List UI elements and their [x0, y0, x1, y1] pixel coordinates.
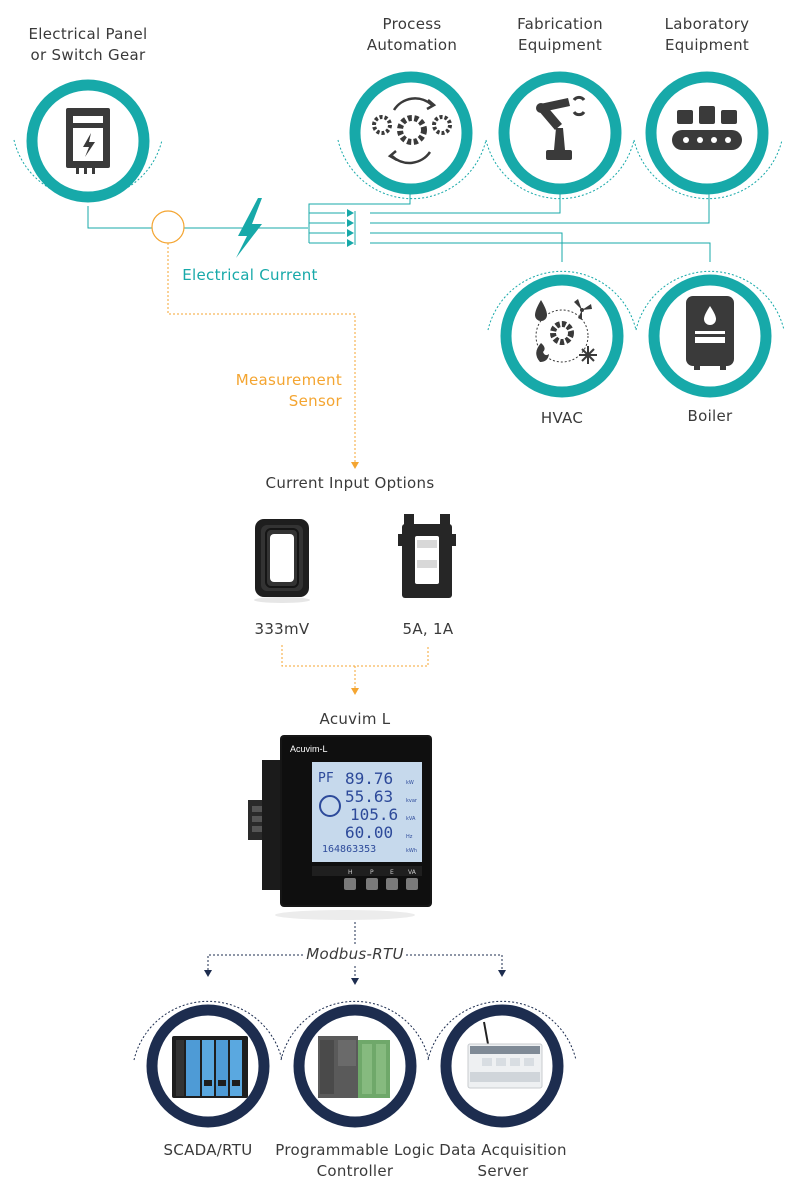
- meter-brand: Acuvim-L: [290, 744, 328, 754]
- meter-reading-value: 164863353: [322, 844, 376, 855]
- electrical-panel-node: [13, 79, 163, 203]
- fabrication-equipment-node: [485, 71, 635, 200]
- meter-button-1[interactable]: [344, 878, 356, 890]
- meter-reading-unit: Hz: [406, 834, 413, 840]
- meter-reading-unit: kvar: [406, 798, 418, 804]
- meter-button-2[interactable]: [366, 878, 378, 890]
- scada-rtu-label: SCADA/RTU: [163, 1141, 253, 1159]
- measurement-sensor-ring: [151, 210, 185, 244]
- meter-name-label: Acuvim L: [319, 710, 391, 728]
- meter-reading-value: 60.00: [345, 823, 393, 842]
- lightning-bolt-icon: [236, 198, 262, 258]
- plc-image: [318, 1036, 390, 1098]
- laboratory-equipment-node: [633, 71, 783, 200]
- hvac-icon: [535, 299, 597, 364]
- meter-lcd: [312, 762, 422, 862]
- current-input-options-title: Current Input Options: [265, 474, 435, 492]
- robot-arm-icon: [536, 95, 586, 160]
- modbus-rtu-label: Modbus-RTU: [305, 944, 405, 965]
- boiler-node: [635, 270, 785, 398]
- ct-join-line: [281, 645, 429, 688]
- hvac-node: [487, 270, 637, 398]
- process-automation-node: [337, 71, 487, 200]
- ct-join-arrowhead: [351, 688, 359, 695]
- meter-reading-value: 89.76: [345, 769, 393, 788]
- hvac-label: HVAC: [540, 409, 584, 427]
- plc-node: [280, 1000, 430, 1128]
- scada-rtu-image: [172, 1036, 248, 1098]
- sensor-arrowhead: [351, 462, 359, 469]
- electrical-current-label: Electrical Current: [182, 266, 318, 284]
- sensor-line: [167, 243, 356, 462]
- acuvim-meter: Acuvim-L PF 89.76 kW 55.63 kvar 105.6 kVA 60.0…: [248, 735, 432, 920]
- meter-button-label: VA: [408, 869, 417, 876]
- current-wiring: [87, 190, 711, 262]
- modbus-arrowheads: [204, 970, 506, 985]
- meter-button-labels: H P E VA: [348, 869, 417, 876]
- electrical-panel-icon: [66, 108, 110, 174]
- daq-server-node: [427, 1000, 577, 1128]
- ct-333mv-image: [254, 519, 310, 603]
- input-option-5a-1a: 5A, 1A: [402, 620, 454, 638]
- conveyor-icon: [672, 106, 742, 150]
- pf-label: PF: [318, 771, 334, 786]
- gears-icon: [372, 97, 452, 165]
- meter-button-3[interactable]: [386, 878, 398, 890]
- scada-node: [133, 1000, 283, 1128]
- ct-5a-1a-image: [398, 514, 456, 598]
- input-option-333mv: 333mV: [254, 620, 310, 638]
- boiler-label: Boiler: [687, 407, 733, 425]
- boiler-icon: [686, 296, 734, 370]
- current-arrowheads: [347, 209, 354, 247]
- meter-button-label: H: [348, 869, 353, 876]
- data-acquisition-server-image: [467, 1021, 543, 1089]
- meter-reading-unit: kVA: [406, 816, 416, 822]
- meter-reading-value: 55.63: [345, 787, 393, 806]
- meter-button-label: P: [370, 869, 374, 876]
- meter-reading-unit: kWh: [406, 848, 417, 854]
- meter-reading-unit: kW: [406, 780, 414, 786]
- meter-dial: [319, 795, 341, 817]
- meter-reading-value: 105.6: [350, 805, 398, 824]
- meter-button-4[interactable]: [406, 878, 418, 890]
- meter-button-label: E: [390, 869, 394, 876]
